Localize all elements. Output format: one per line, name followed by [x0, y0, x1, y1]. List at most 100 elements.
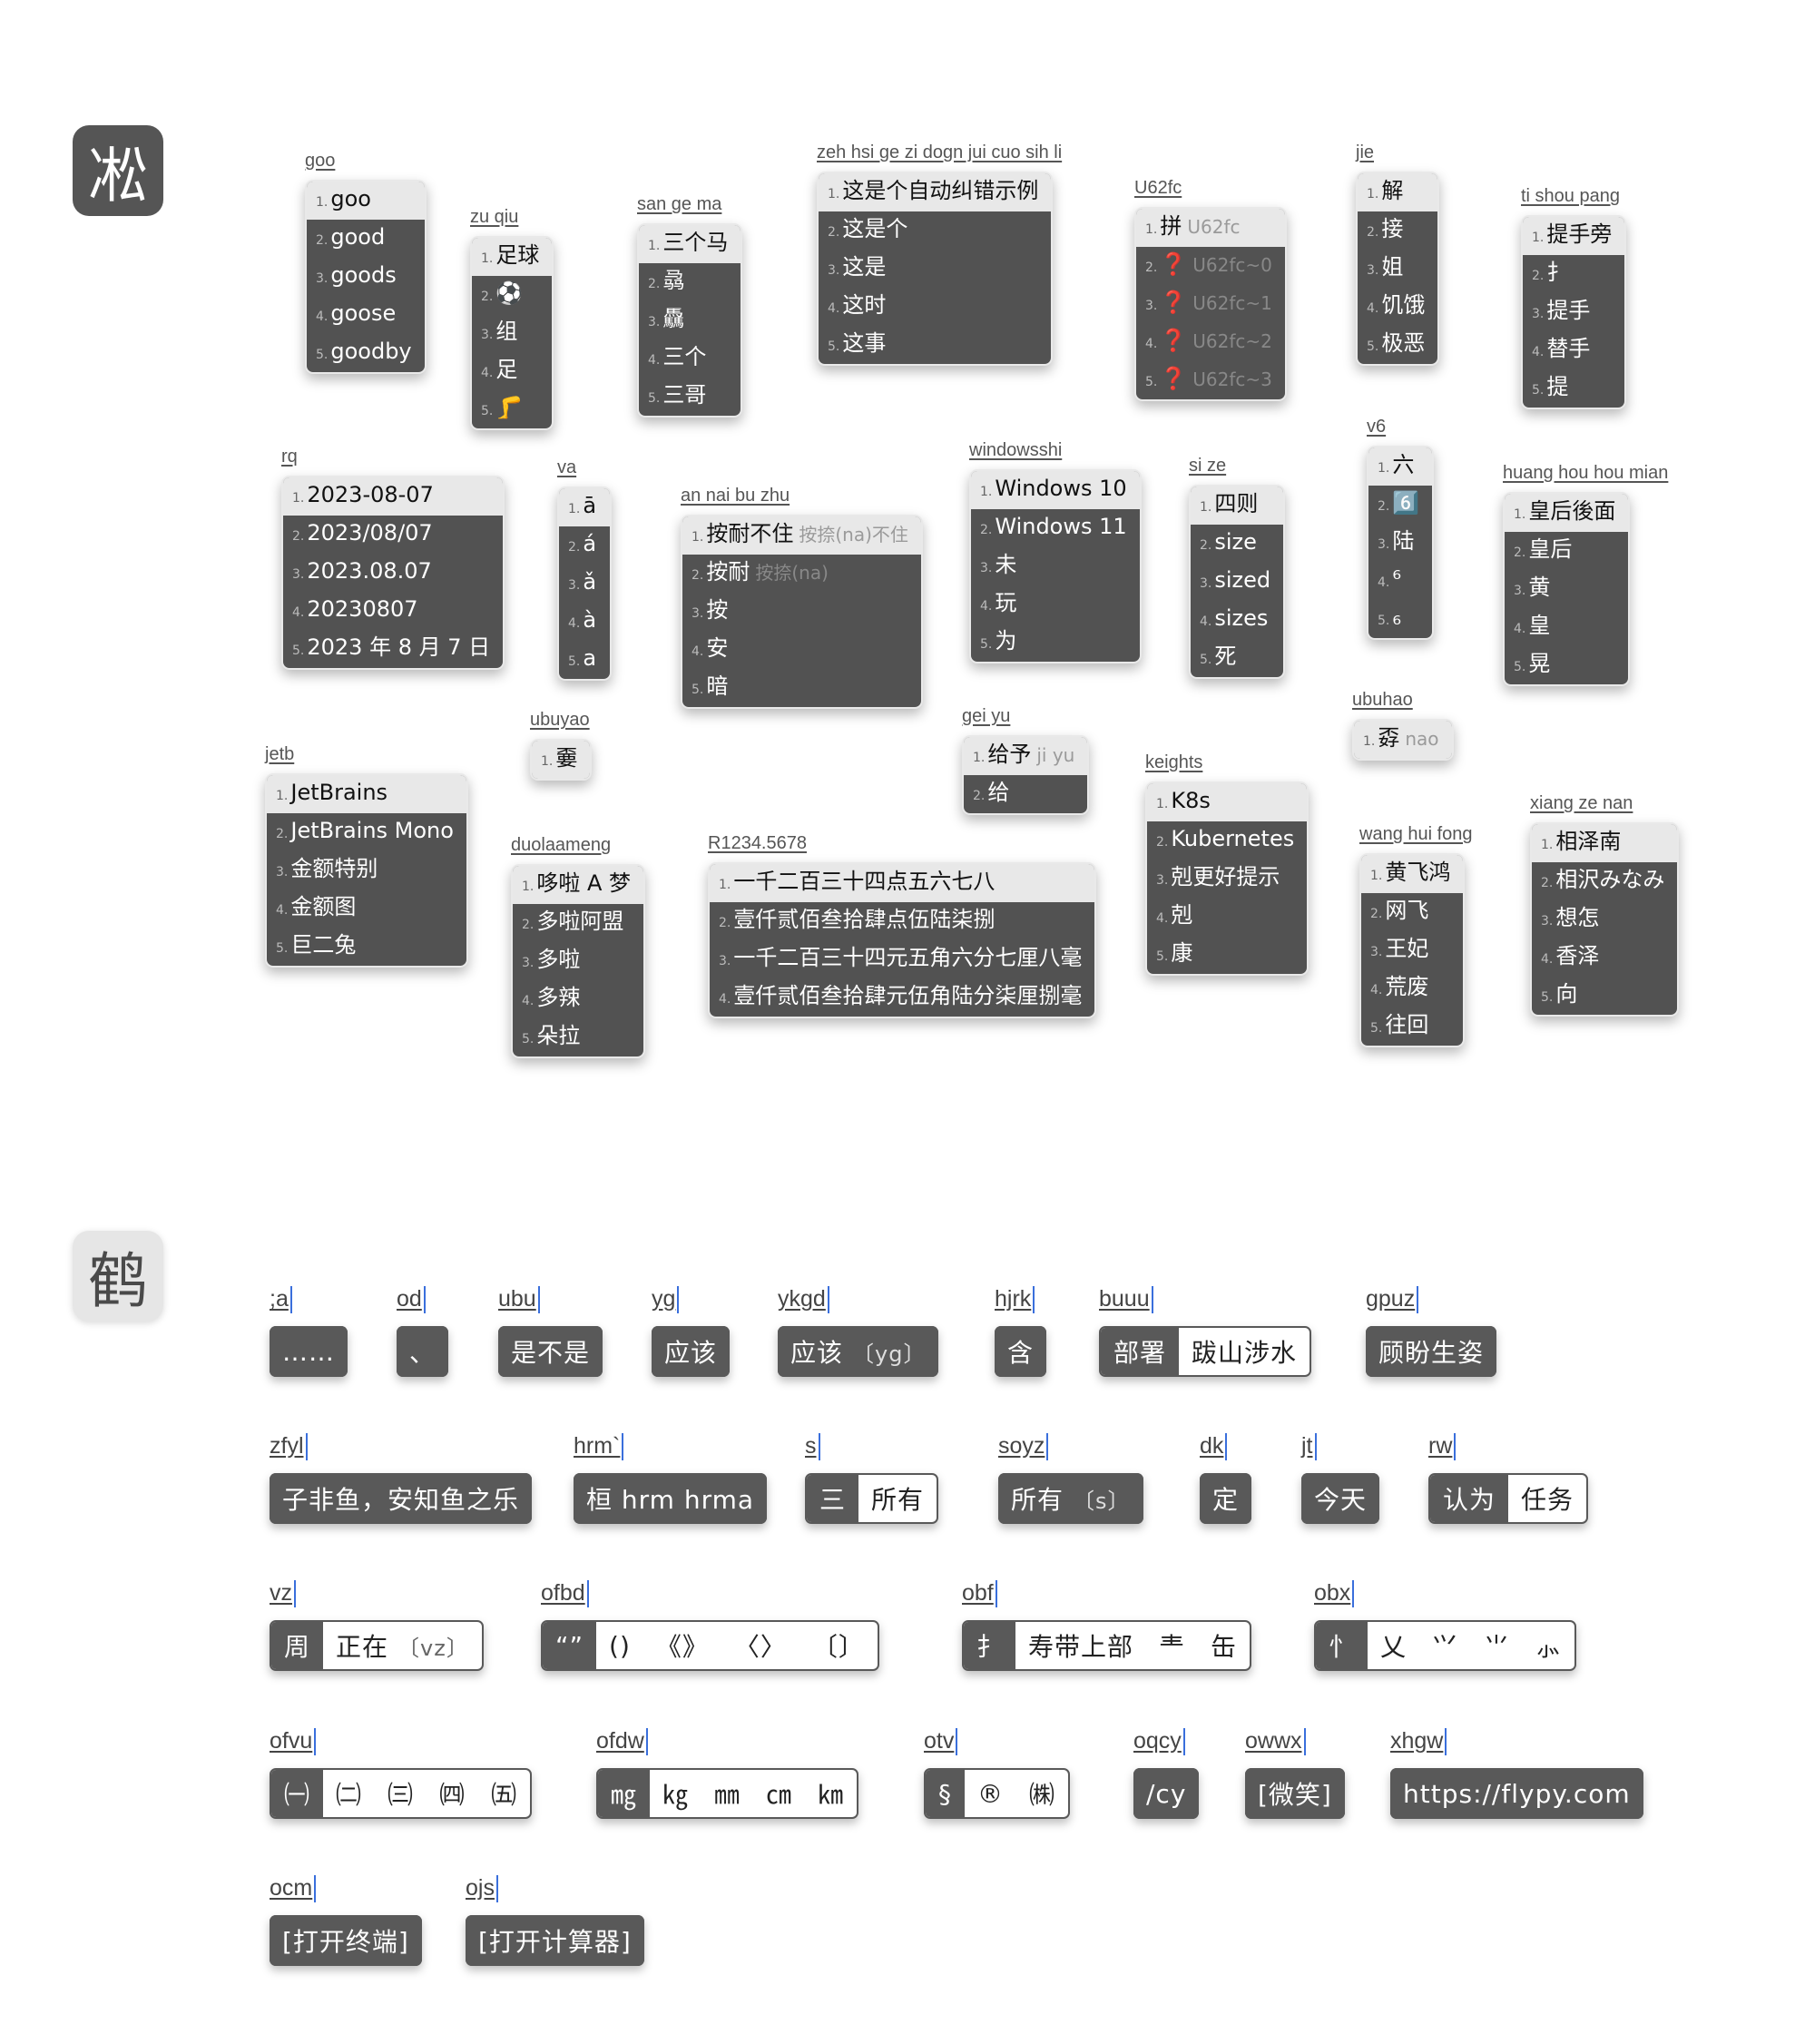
candidate-item[interactable]: 缶 — [1198, 1622, 1250, 1669]
candidate-item[interactable]: 周 — [271, 1622, 324, 1669]
candidate-item[interactable]: 2.扌 — [1523, 255, 1624, 293]
candidate-item[interactable]: 5.为 — [971, 624, 1140, 662]
candidate-item[interactable]: 1.四则 — [1191, 486, 1284, 525]
candidate-item[interactable]: 应该 — [652, 1326, 731, 1377]
candidate-item[interactable]: 4.sizes — [1191, 601, 1283, 639]
candidate-item[interactable]: 2.皇后 — [1505, 532, 1628, 570]
candidate-item[interactable]: 2.相沢みなみ — [1532, 862, 1677, 900]
candidate-item[interactable]: 〈〉 — [721, 1622, 799, 1669]
candidate-item[interactable]: 3.王妃 — [1361, 931, 1463, 969]
candidate-item[interactable]: 2.size — [1191, 525, 1283, 563]
candidate-item[interactable]: 1.相泽南 — [1532, 824, 1678, 862]
candidate-item[interactable]: 扌 — [964, 1622, 1016, 1669]
candidate-item[interactable]: 1.三个马 — [639, 225, 741, 263]
candidate-item[interactable]: 5.朵拉 — [513, 1018, 643, 1056]
candidate-item[interactable]: 含 — [995, 1326, 1047, 1377]
candidate-item[interactable]: 1.解 — [1358, 173, 1438, 211]
candidate-item[interactable]: 1.K8s — [1147, 783, 1308, 821]
candidate-item[interactable]: 1.足球 — [472, 238, 553, 276]
candidate-item[interactable]: 子非鱼，安知鱼之乐 — [270, 1473, 533, 1524]
candidate-item[interactable]: 3.组 — [472, 314, 552, 352]
candidate-item[interactable]: ㈣ — [427, 1770, 478, 1817]
candidate-item[interactable]: 1.六 — [1368, 447, 1433, 486]
candidate-item[interactable]: ㈡ — [323, 1770, 375, 1817]
candidate-item[interactable]: 2.6️⃣ — [1368, 486, 1432, 524]
candidate-item[interactable]: 2.网飞 — [1361, 893, 1463, 931]
candidate-item[interactable]: 、 — [397, 1326, 449, 1377]
candidate-item[interactable]: 4.香泽 — [1532, 938, 1677, 977]
candidate-item[interactable]: 桓 hrm hrma — [574, 1473, 768, 1524]
candidate-item[interactable]: 5.goodby — [307, 334, 425, 372]
candidate-item[interactable]: 1.按耐不住按捺(na)不住 — [682, 516, 921, 555]
candidate-item[interactable]: 5.₆ — [1368, 600, 1432, 638]
candidate-item[interactable]: 3.提手 — [1523, 293, 1624, 331]
candidate-item[interactable]: 1.Windows 10 — [971, 471, 1140, 509]
candidate-item[interactable]: 2.❓U62fc~0 — [1136, 247, 1285, 285]
candidate-item[interactable]: ⺌ — [1471, 1622, 1523, 1669]
candidate-item[interactable]: ㎜ — [701, 1770, 753, 1817]
candidate-item[interactable]: /cy — [1133, 1768, 1200, 1819]
candidate-item[interactable]: 4.替手 — [1523, 331, 1624, 369]
candidate-item[interactable]: 1.一千二百三十四点五六七八 — [710, 864, 1095, 902]
candidate-item[interactable]: 应该〔yg〕 — [778, 1326, 939, 1377]
candidate-item[interactable]: 2.壹仟贰佰叁拾肆点伍陆柒捌 — [710, 902, 1094, 940]
candidate-item[interactable]: 4.三个 — [639, 339, 741, 378]
candidate-item[interactable]: 2.这是个 — [819, 211, 1051, 250]
candidate-item[interactable]: ⺗ — [1523, 1622, 1574, 1669]
candidate-item[interactable]: 定 — [1200, 1473, 1252, 1524]
candidate-item[interactable]: ㎎ — [598, 1770, 651, 1817]
candidate-item[interactable]: 1.2023-08-07 — [283, 477, 504, 516]
candidate-item[interactable]: 3.ǎ — [559, 565, 610, 603]
candidate-item[interactable]: 3.多啦 — [513, 942, 643, 980]
candidate-item[interactable]: 3.sized — [1191, 563, 1283, 601]
candidate-item[interactable]: ㎞ — [805, 1770, 857, 1817]
candidate-item[interactable]: 3.想怎 — [1532, 900, 1677, 938]
candidate-item[interactable]: ㈱ — [1016, 1770, 1068, 1817]
candidate-item[interactable]: 所有〔s〕 — [998, 1473, 1143, 1524]
candidate-item[interactable]: 2.骉 — [639, 263, 741, 301]
candidate-item[interactable]: 3.goods — [307, 258, 425, 296]
candidate-item[interactable]: 4.金额图 — [267, 889, 466, 928]
candidate-item[interactable]: 5.2023 年 8 月 7 日 — [283, 630, 503, 668]
candidate-item[interactable]: 4.这时 — [819, 288, 1051, 326]
candidate-item[interactable]: “” — [543, 1622, 597, 1669]
candidate-item[interactable]: 2.good — [307, 220, 425, 258]
candidate-item[interactable]: 3.未 — [971, 547, 1140, 585]
candidate-item[interactable]: [打开终端] — [270, 1915, 422, 1966]
candidate-item[interactable]: 4.多辣 — [513, 980, 643, 1018]
candidate-item[interactable]: 5.晃 — [1505, 646, 1628, 684]
candidate-item[interactable]: 4.安 — [682, 631, 921, 669]
candidate-item[interactable]: ⺍ — [1419, 1622, 1471, 1669]
candidate-item[interactable]: § — [926, 1770, 965, 1817]
candidate-item[interactable]: ㈤ — [478, 1770, 530, 1817]
candidate-item[interactable]: 4.à — [559, 603, 610, 641]
candidate-item[interactable]: 1.goo — [307, 182, 425, 220]
candidate-item[interactable]: () — [596, 1622, 643, 1669]
candidate-item[interactable]: 2.⚽ — [472, 276, 552, 314]
candidate-item[interactable]: 5.巨二兔 — [267, 928, 466, 966]
candidate-item[interactable]: 4.饥饿 — [1358, 288, 1437, 326]
candidate-item[interactable]: 1.嫑 — [532, 741, 591, 779]
candidate-item[interactable]: 5.❓U62fc~3 — [1136, 361, 1285, 399]
candidate-item[interactable]: 3.陆 — [1368, 524, 1432, 562]
candidate-item[interactable]: 〔〕 — [799, 1622, 878, 1669]
candidate-item[interactable]: 跋山涉水 — [1179, 1328, 1309, 1375]
candidate-item[interactable]: 1.这是个自动纠错示例 — [819, 173, 1052, 211]
candidate-item[interactable]: 3.剋更好提示 — [1147, 860, 1307, 898]
candidate-item[interactable]: 2.按耐按捺(na) — [682, 555, 921, 593]
candidate-item[interactable]: 3.姐 — [1358, 250, 1437, 288]
candidate-item[interactable]: 任务 — [1508, 1475, 1586, 1522]
candidate-item[interactable]: 4.足 — [472, 352, 552, 390]
candidate-item[interactable]: 2.Windows 11 — [971, 509, 1140, 547]
candidate-item[interactable]: 2.多啦阿盟 — [513, 904, 643, 942]
candidate-item[interactable]: 4.剋 — [1147, 898, 1307, 936]
candidate-item[interactable]: ㎏ — [650, 1770, 701, 1817]
candidate-item[interactable]: 今天 — [1301, 1473, 1380, 1524]
candidate-item[interactable]: 3.金额特别 — [267, 851, 466, 889]
candidate-item[interactable]: 4.壹仟贰佰叁拾肆元伍角陆分柒厘捌毫 — [710, 978, 1094, 1017]
candidate-item[interactable]: 5.提 — [1523, 369, 1624, 408]
candidate-item[interactable]: 5.a — [559, 641, 610, 679]
candidate-item[interactable]: 4.玩 — [971, 585, 1140, 624]
candidate-item[interactable]: 5.🦵 — [472, 390, 552, 428]
